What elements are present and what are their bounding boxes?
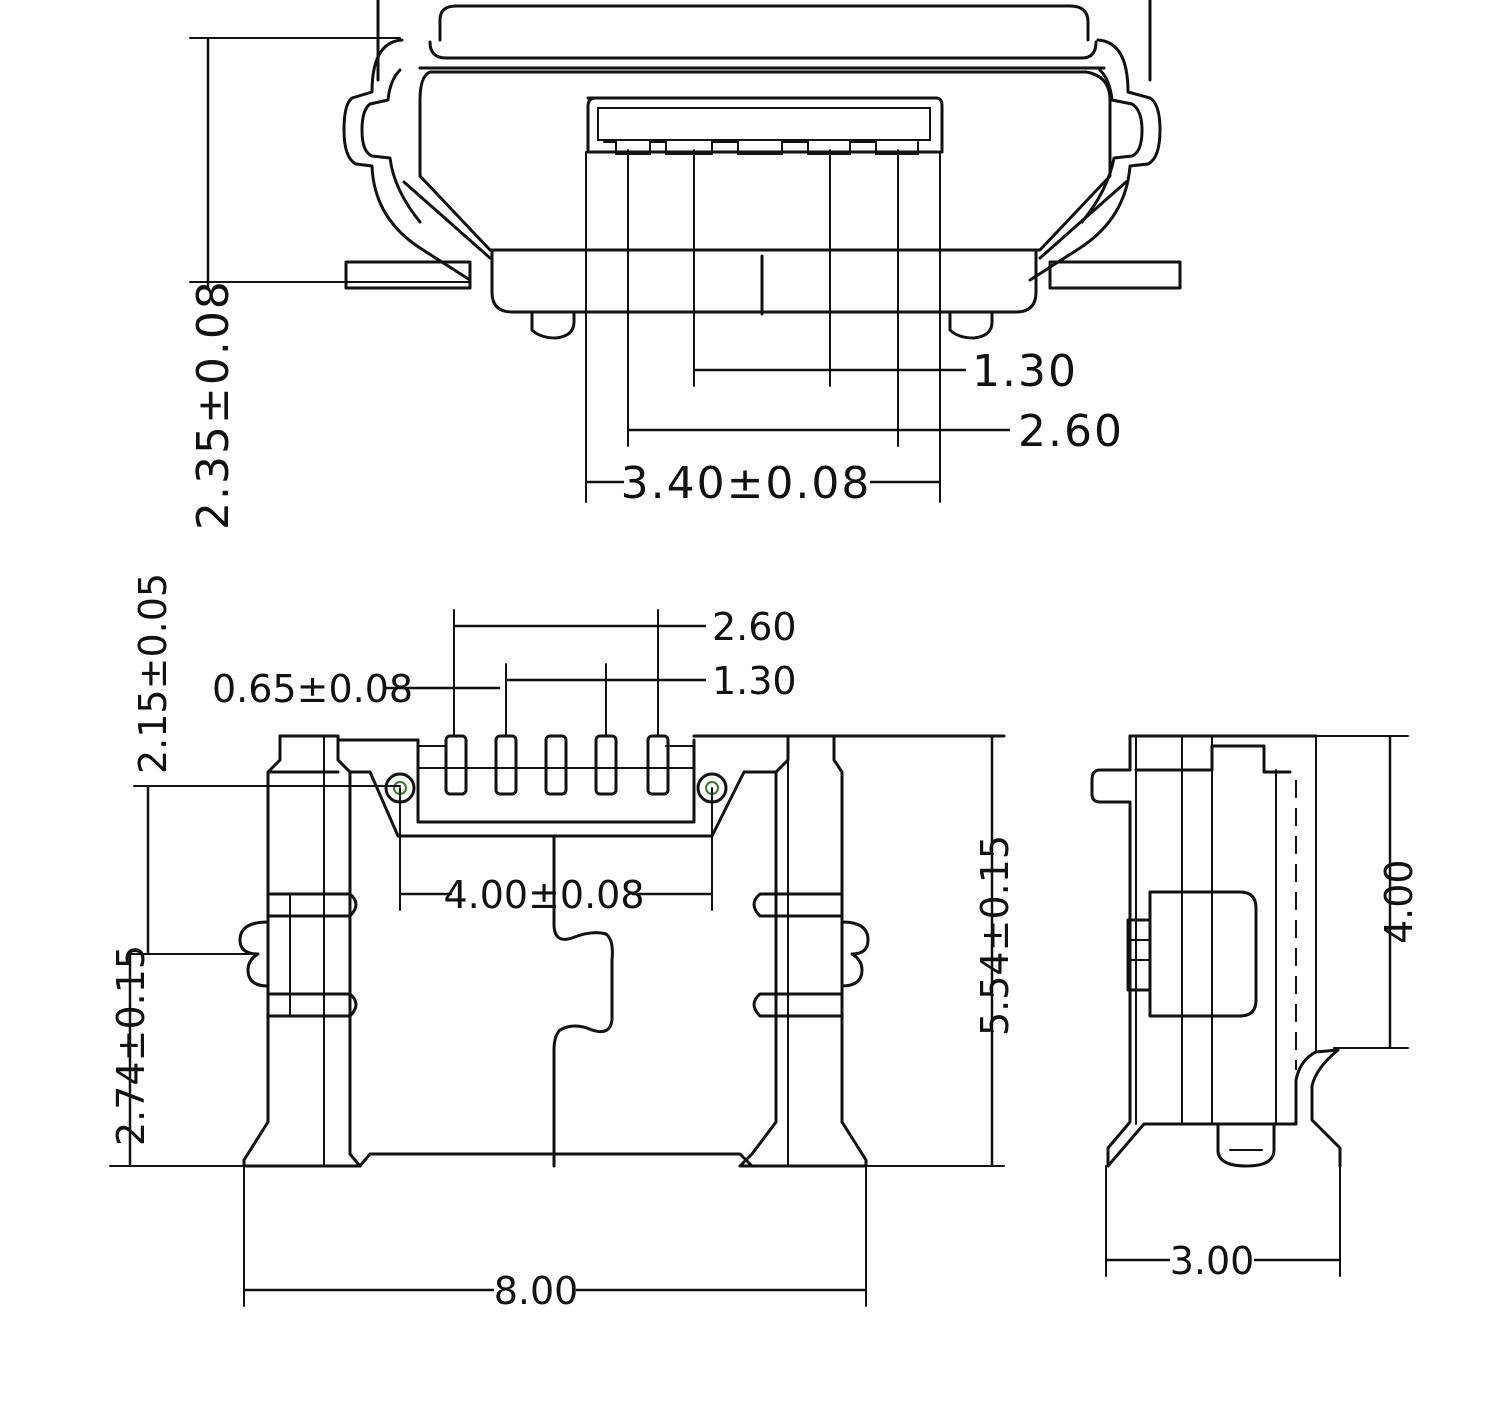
- top-dim-pin-span-outer: 2.60: [712, 605, 797, 649]
- top-pins: [419, 734, 693, 796]
- side-latch: [1148, 890, 1258, 1018]
- front-shell-band: [428, 40, 1098, 60]
- front-left-foot: [344, 260, 472, 290]
- front-shell-top: [438, 4, 1090, 42]
- front-dim-height: 2.35±0.08: [188, 279, 239, 530]
- front-base: [490, 250, 1038, 314]
- top-right-bumps: [752, 892, 870, 1018]
- side-dim-width: 3.00: [1170, 1239, 1255, 1283]
- top-dim-overall-width: 8.00: [494, 1269, 579, 1313]
- side-view: 4.00 3.00: [1090, 734, 1421, 1283]
- top-view: 2.60 1.30 0.65±0.08 2.15±0.05 4.00±0.08 …: [109, 573, 1017, 1313]
- front-dim-pitch-outer: 2.60: [1018, 406, 1124, 457]
- side-dim-height: 4.00: [1377, 859, 1421, 944]
- front-right-ear: [1028, 38, 1162, 282]
- side-body: [1090, 734, 1342, 1168]
- front-left-ear: [342, 38, 472, 282]
- top-pegs: [384, 772, 728, 804]
- front-right-foot: [1048, 260, 1182, 290]
- top-dim-peg-offset: 2.15±0.05: [131, 573, 175, 774]
- top-dim-pin-width: 0.65±0.08: [212, 667, 413, 711]
- front-view: 2.35±0.08 1.30 2.60 3.40±0.08: [188, 0, 1182, 530]
- top-dim-pin-span-inner: 1.30: [712, 659, 797, 703]
- front-dim-pitch-inner: 1.30: [972, 346, 1078, 397]
- top-dim-body-depth: 5.54±0.15: [973, 835, 1017, 1036]
- front-dim-opening: 3.40±0.08: [621, 458, 872, 509]
- front-opening: [586, 96, 944, 154]
- front-contacts: [603, 141, 919, 155]
- top-center-slot: [552, 836, 614, 1168]
- front-inner-body: [418, 70, 1112, 252]
- top-right-leg: [738, 734, 868, 1168]
- top-dim-tab-offset: 2.74±0.15: [109, 945, 153, 1146]
- top-left-leg: [242, 734, 362, 1168]
- top-left-bumps: [238, 892, 358, 1018]
- top-dim-peg-spacing: 4.00±0.08: [443, 873, 644, 917]
- top-tongue: [416, 738, 696, 824]
